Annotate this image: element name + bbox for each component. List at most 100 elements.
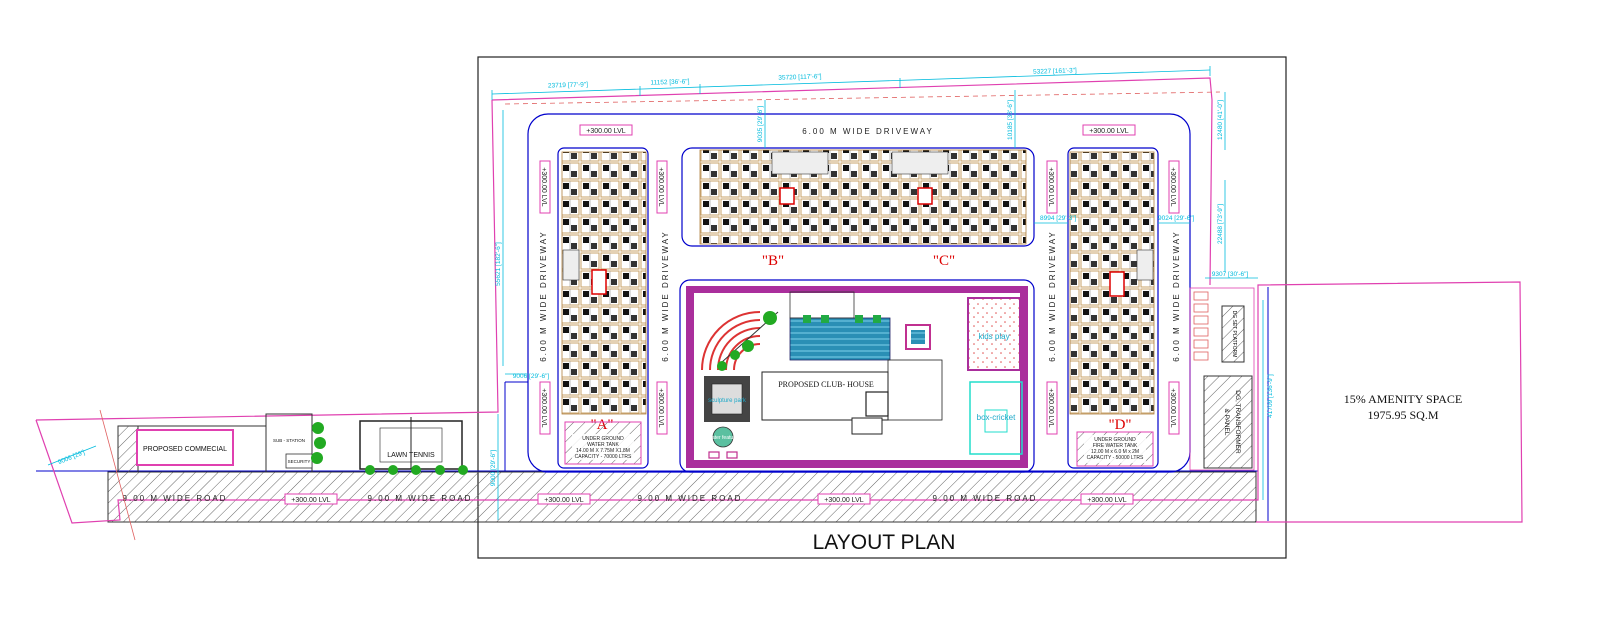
commercial-label: PROPOSED COMMECIAL	[143, 446, 227, 453]
parking-zone	[1189, 287, 1255, 471]
club-house-label: PROPOSED CLUB- HOUSE	[778, 380, 874, 389]
transformer-label: DG, TRANSFORMER	[1234, 390, 1241, 454]
block-a-units	[561, 151, 647, 415]
block-d-core	[1109, 271, 1125, 297]
swimming-pool	[789, 317, 891, 361]
level-tag-vertical: +300.00 LVL	[1046, 381, 1058, 435]
tank-d-text: UNDER GROUND	[1094, 437, 1136, 443]
driveway-label-right: 6.00 M WIDE DRIVEWAY	[1172, 230, 1181, 362]
lawn-tennis-label: LAWN TENNIS	[387, 452, 435, 459]
svg-text:+300.00 LVL: +300.00 LVL	[540, 167, 547, 206]
level-tag-vertical: +300.00 LVL	[1046, 160, 1058, 214]
tree-icon	[717, 311, 777, 371]
tank-d-text: 12.00 M x 6.0 M x 2M	[1091, 449, 1139, 455]
svg-text:35720 [117'-6"]: 35720 [117'-6"]	[778, 73, 822, 81]
block-bc-units	[699, 149, 1027, 245]
tank-d-text: CAPACITY - 50000 LTRS	[1087, 455, 1144, 461]
block-c-stair	[891, 151, 949, 175]
kids-play-area	[967, 297, 1021, 371]
block-d-stair	[1136, 249, 1154, 281]
level-tag: +300.00 LVL	[579, 124, 633, 136]
water-feature-label: water feature	[708, 435, 737, 441]
box-cricket	[969, 381, 1023, 455]
security-label: SECURITY	[288, 459, 311, 464]
svg-text:11152 [36'-6"]: 11152 [36'-6"]	[650, 78, 689, 86]
commercial-base	[117, 425, 139, 473]
driveway-label-a-right: 6.00 M WIDE DRIVEWAY	[661, 230, 670, 362]
plot-boundary-top	[491, 77, 1213, 286]
driveway-label-left: 6.00 M WIDE DRIVEWAY	[539, 230, 548, 362]
sub-station	[265, 413, 313, 473]
block-b-stair	[771, 151, 829, 175]
block-d-label: "D"	[1108, 417, 1131, 433]
tank-d-text: FIRE WATER TANK	[1093, 443, 1138, 449]
transformer-label: & PANEL	[1223, 409, 1230, 436]
svg-text:9307 [30'-6"]: 9307 [30'-6"]	[1212, 271, 1249, 278]
sub-station-label: SUB - STATION	[273, 438, 305, 443]
road-label-2: 9.00 M WIDE ROAD	[368, 494, 473, 503]
road-label-3: 9.00 M WIDE ROAD	[638, 494, 743, 503]
parking-bays	[1193, 291, 1209, 361]
svg-text:+300.00 LVL: +300.00 LVL	[1047, 167, 1054, 206]
svg-text:9035 [29'-6"]: 9035 [29'-6"]	[757, 106, 764, 143]
svg-text:+300.00 LVL: +300.00 LVL	[586, 128, 625, 135]
level-tag: +300.00 LVL	[284, 493, 338, 505]
sculpture-label: sculpture park	[708, 398, 747, 404]
box-cricket-label: box-cricket	[977, 413, 1016, 422]
plot-boundary-left	[35, 99, 499, 421]
block-bc-outline	[681, 147, 1035, 247]
level-tag-vertical: +300.00 LVL	[1168, 381, 1180, 435]
svg-text:+300.00 LVL: +300.00 LVL	[1089, 128, 1128, 135]
svg-text:53227 [161'-3"]: 53227 [161'-3"]	[1033, 67, 1077, 75]
svg-text:+300.00 LVL: +300.00 LVL	[291, 497, 330, 504]
tank-a-text: 14.00 M X 7.75M X1.8M	[576, 448, 630, 454]
transformer-area	[1203, 375, 1253, 469]
block-b-label: "B"	[762, 253, 784, 269]
level-tag: +300.00 LVL	[1080, 493, 1134, 505]
road-label-1: 9.00 M WIDE ROAD	[123, 494, 228, 503]
block-a-core	[591, 269, 607, 295]
svg-text:+300.00 LVL: +300.00 LVL	[657, 388, 664, 427]
block-c-core	[917, 187, 933, 205]
svg-text:41709 [136'-9"]: 41709 [136'-9"]	[1267, 374, 1274, 418]
svg-text:9006 [29']: 9006 [29']	[57, 449, 86, 466]
amenity-label-2: 1975.95 SQ.M	[1367, 408, 1438, 422]
dimension-labels: 23719 [77'-9"] 11152 [36'-6"] 35720 [117…	[57, 67, 1274, 486]
svg-text:+300.00 LVL: +300.00 LVL	[1169, 167, 1176, 206]
svg-text:55621 [182'-6"]: 55621 [182'-6"]	[495, 242, 502, 286]
svg-text:23719 [77'-9"]: 23719 [77'-9"]	[548, 81, 588, 89]
kids-play-label: kids play	[978, 332, 1009, 341]
level-tag-vertical: +300.00 LVL	[539, 160, 551, 214]
svg-text:9006 [29'-6"]: 9006 [29'-6"]	[513, 373, 550, 380]
level-tag: +300.00 LVL	[537, 493, 591, 505]
block-b-core	[779, 187, 795, 205]
svg-text:+300.00 LVL: +300.00 LVL	[824, 497, 863, 504]
level-tag-vertical: +300.00 LVL	[1168, 160, 1180, 214]
block-a-outline	[557, 147, 649, 469]
driveway-label-top: 6.00 M WIDE DRIVEWAY	[802, 127, 934, 136]
level-tag: +300.00 LVL	[817, 493, 871, 505]
svg-text:9024 [29'-6"]: 9024 [29'-6"]	[1158, 215, 1195, 222]
dg-set-label: DG SET PLATFORM	[1231, 311, 1237, 358]
water-feature	[712, 426, 734, 448]
setback-line	[504, 91, 1221, 105]
commercial-building	[136, 429, 234, 466]
level-tag-vertical: +300.00 LVL	[656, 160, 668, 214]
amenity-label-1: 15% AMENITY SPACE	[1344, 392, 1462, 406]
tank-a-text: UNDER GROUND	[582, 436, 624, 442]
block-c-label: "C"	[933, 253, 955, 269]
level-tag: +300.00 LVL	[1082, 124, 1136, 136]
level-tag-vertical: +300.00 LVL	[539, 381, 551, 435]
svg-text:+300.00 LVL: +300.00 LVL	[1169, 388, 1176, 427]
svg-text:+300.00 LVL: +300.00 LVL	[1087, 497, 1126, 504]
dimension-lines	[47, 66, 1264, 520]
palm-tree-icon	[311, 422, 468, 475]
block-a-stair	[562, 249, 580, 281]
plot-boundary	[35, 281, 1523, 524]
dg-set-platform	[1221, 305, 1245, 363]
svg-text:+300.00 LVL: +300.00 LVL	[657, 167, 664, 206]
svg-text:+300.00 LVL: +300.00 LVL	[1047, 388, 1054, 427]
svg-text:+300.00 LVL: +300.00 LVL	[540, 388, 547, 427]
svg-text:22488 [73'-9"]: 22488 [73'-9"]	[1217, 204, 1224, 244]
